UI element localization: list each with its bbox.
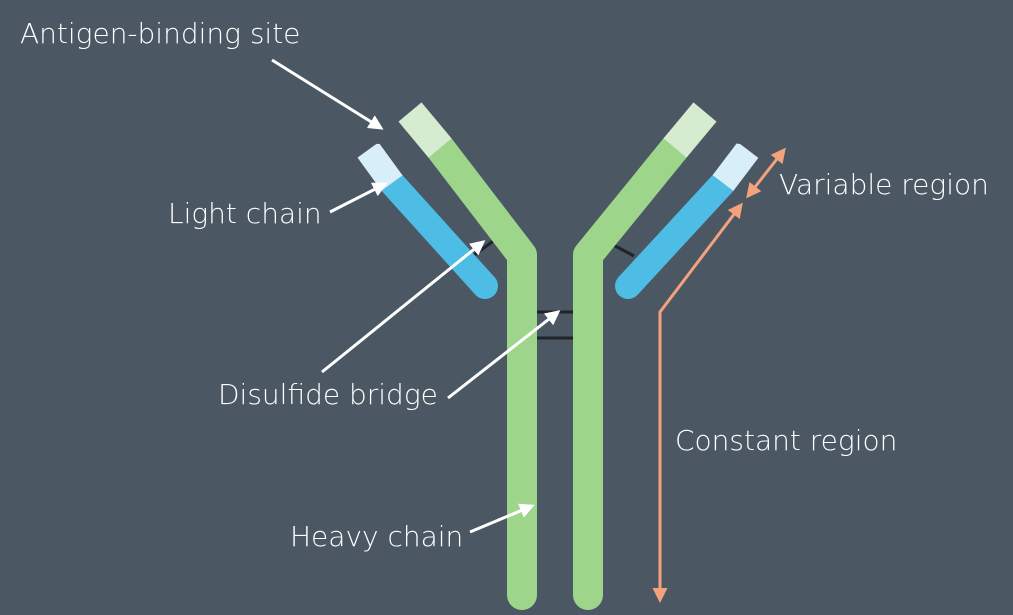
arrow-variable-region [746,147,786,199]
label-constant-region: Constant region [675,424,898,457]
antigen-binding-notch-right-heavy [703,75,733,105]
arrow-disulfide-bridge-hinge [447,310,561,400]
antigen-binding-notch-left-heavy [383,75,413,105]
label-antigen-binding-site: Antigen-binding site [20,17,301,50]
heavy-chain-left [383,75,537,610]
label-heavy-chain: Heavy chain [290,520,464,553]
arrow-antigen-binding-site [271,58,384,130]
label-disulfide-bridge: Disulfide bridge [218,378,438,411]
label-variable-region: Variable region [779,168,989,201]
arrow-disulfide-bridge-arm [321,240,486,374]
arrow-heavy-chain [469,503,535,534]
heavy-chain-right [573,75,733,610]
label-light-chain: Light chain [168,197,322,230]
arrow-light-chain [329,182,388,214]
antigen-binding-notch-right-light [726,116,754,144]
arrow-constant-region [652,202,743,603]
